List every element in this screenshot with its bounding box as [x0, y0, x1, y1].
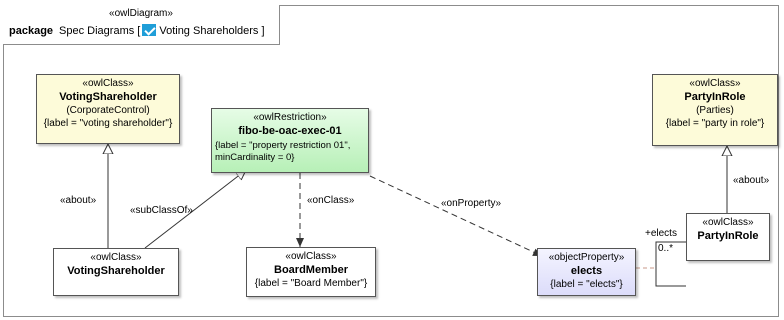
- restriction-label-line-1: {label = "property restriction 01",: [215, 140, 351, 151]
- stereotype: «owlClass»: [689, 78, 741, 89]
- diagram-icon: [142, 24, 157, 36]
- class-label: {label = "party in role"}: [665, 118, 765, 129]
- object-property-elects[interactable]: «objectProperty» elects {label = "elects…: [537, 248, 636, 296]
- diagram-name[interactable]: Voting Shareholders: [159, 25, 259, 37]
- onclass-label: «onClass»: [307, 195, 355, 206]
- class-name: PartyInRole: [697, 230, 759, 242]
- class-label: {label = "Board Member"}: [254, 278, 368, 289]
- property-label: {label = "elects"}: [550, 279, 623, 290]
- diagram-frame: [3, 5, 779, 317]
- class-voting-shareholder-corporate-control[interactable]: «owlClass» VotingShareholder (CorporateC…: [36, 74, 180, 144]
- stereotype: «owlClass»: [285, 251, 337, 262]
- class-label: {label = "voting shareholder"}: [43, 118, 173, 129]
- diagram-header-tab: «owlDiagram» package Spec Diagrams [ Votin…: [3, 5, 280, 45]
- class-board-member[interactable]: «owlClass» BoardMember {label = "Board M…: [246, 247, 376, 297]
- onproperty-connector: [369, 175, 543, 257]
- diagram-title: package Spec Diagrams [ Voting Shareholder…: [9, 24, 265, 37]
- onproperty-label: «onProperty»: [441, 198, 502, 209]
- about-left-label: «about»: [60, 195, 97, 206]
- stereotype: «owlClass»: [702, 217, 754, 228]
- class-name: VotingShareholder: [59, 91, 157, 103]
- class-name: BoardMember: [274, 264, 348, 276]
- stereotype: «owlClass»: [82, 78, 134, 89]
- diagram-path: Spec Diagrams [: [59, 25, 141, 37]
- multiplicity-label: 0..*: [658, 243, 674, 254]
- class-name: PartyInRole: [684, 91, 746, 103]
- stereotype: «owlRestriction»: [253, 112, 327, 123]
- ontology-name: (Parties): [696, 105, 734, 116]
- package-keyword: package: [9, 25, 54, 37]
- class-name: VotingShareholder: [67, 265, 165, 277]
- ontology-name: (CorporateControl): [66, 105, 150, 116]
- restriction-fibo-be-oac-exec-01[interactable]: «owlRestriction» fibo-be-oac-exec-01 {la…: [211, 108, 369, 173]
- stereotype: «owlClass»: [90, 252, 142, 263]
- subclassof-connector: [144, 170, 246, 249]
- diagram-path-close: ]: [261, 25, 265, 37]
- diagram-stereotype: «owlDiagram»: [109, 8, 173, 19]
- about-right-label: «about»: [733, 175, 770, 186]
- class-party-in-role-parties[interactable]: «owlClass» PartyInRole (Parties) {label …: [652, 74, 778, 146]
- restriction-label-line-2: minCardinality = 0}: [215, 152, 295, 163]
- restriction-name: fibo-be-oac-exec-01: [238, 125, 342, 137]
- property-name: elects: [570, 265, 603, 277]
- elects-role-label: +elects: [645, 228, 677, 239]
- elects-self-loop: [655, 241, 686, 287]
- class-voting-shareholder[interactable]: «owlClass» VotingShareholder: [53, 248, 179, 296]
- class-party-in-role[interactable]: «owlClass» PartyInRole: [686, 213, 770, 261]
- subclassof-label: «subClassOf»: [130, 205, 193, 216]
- restriction-label: {label = "property restriction 01",minCa…: [212, 140, 368, 164]
- stereotype: «objectProperty»: [548, 252, 625, 263]
